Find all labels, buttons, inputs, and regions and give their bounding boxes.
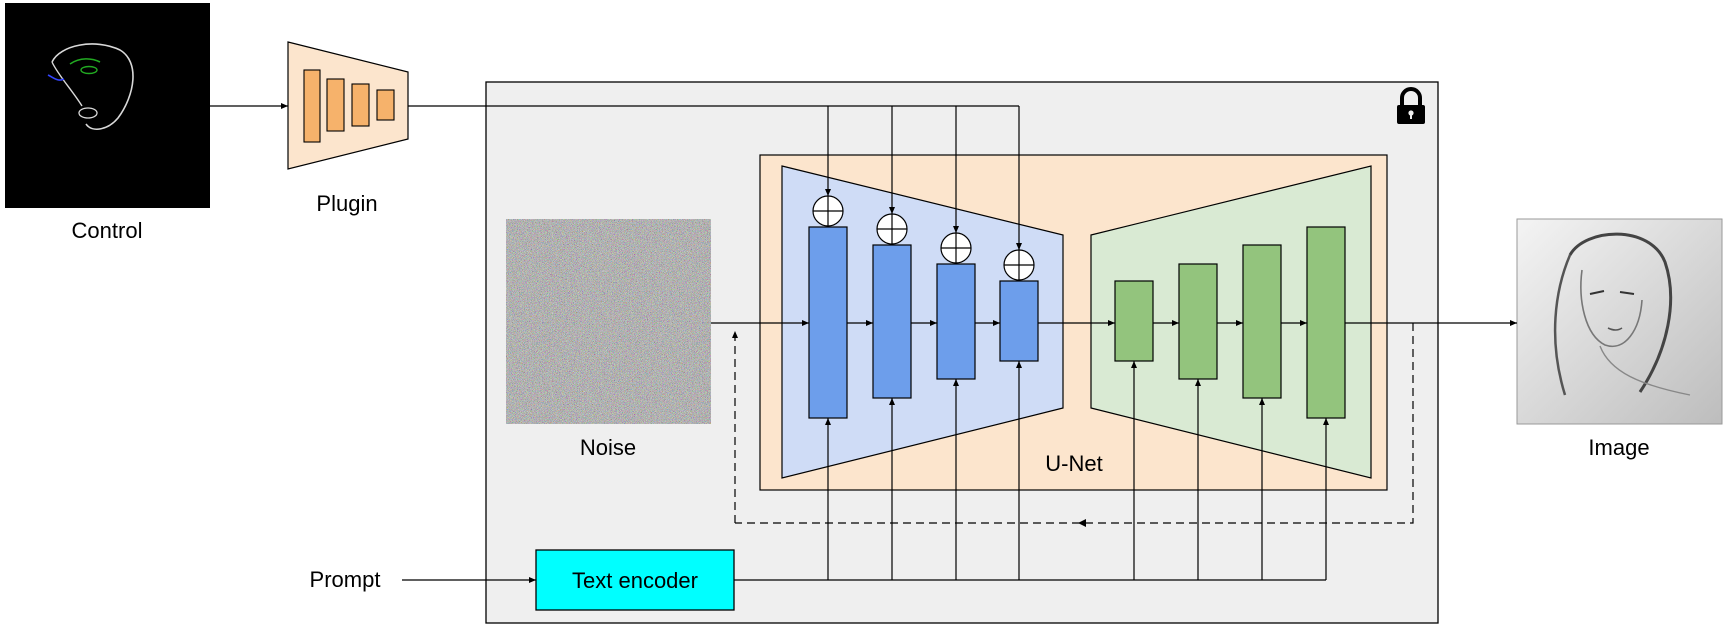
plugin-block-4 <box>376 89 395 121</box>
image-label: Image <box>1588 435 1649 460</box>
encoder-blocks <box>808 226 1039 419</box>
encoder-block-4 <box>999 280 1039 362</box>
text-encoder-label: Text encoder <box>572 568 698 593</box>
output-image <box>1516 218 1723 425</box>
encoder-block-1 <box>808 226 848 419</box>
unet-decoder <box>1090 165 1372 479</box>
plugin-label: Plugin <box>316 191 377 216</box>
encoder-block-2 <box>872 244 912 399</box>
conditioning-lines <box>734 361 1329 581</box>
plugin-block-3 <box>351 83 370 127</box>
control-image <box>5 3 210 208</box>
decoder-block-3 <box>1242 244 1282 399</box>
denoise-loop <box>732 323 1414 524</box>
decoder-block-1 <box>1114 280 1154 362</box>
plugin-block-1 <box>303 69 321 143</box>
unet-encoder <box>781 165 1064 479</box>
prompt-label: Prompt <box>310 567 381 592</box>
control-label: Control <box>72 218 143 243</box>
unet-label: U-Net <box>1045 451 1102 476</box>
plugin-block-2 <box>326 78 345 132</box>
encoder-block-3 <box>936 263 976 380</box>
decoder-block-2 <box>1178 263 1218 380</box>
adder-crosses <box>813 196 1034 280</box>
plugin-injection-lines <box>408 105 1022 250</box>
decoder-block-4 <box>1306 226 1346 419</box>
noise-label: Noise <box>580 435 636 460</box>
lock-icon <box>1397 87 1425 124</box>
noise-image <box>506 219 711 424</box>
plugin-module <box>287 41 409 170</box>
text-encoder-box <box>535 549 735 611</box>
loop-arrowhead <box>1078 519 1086 527</box>
decoder-blocks <box>1114 226 1346 419</box>
